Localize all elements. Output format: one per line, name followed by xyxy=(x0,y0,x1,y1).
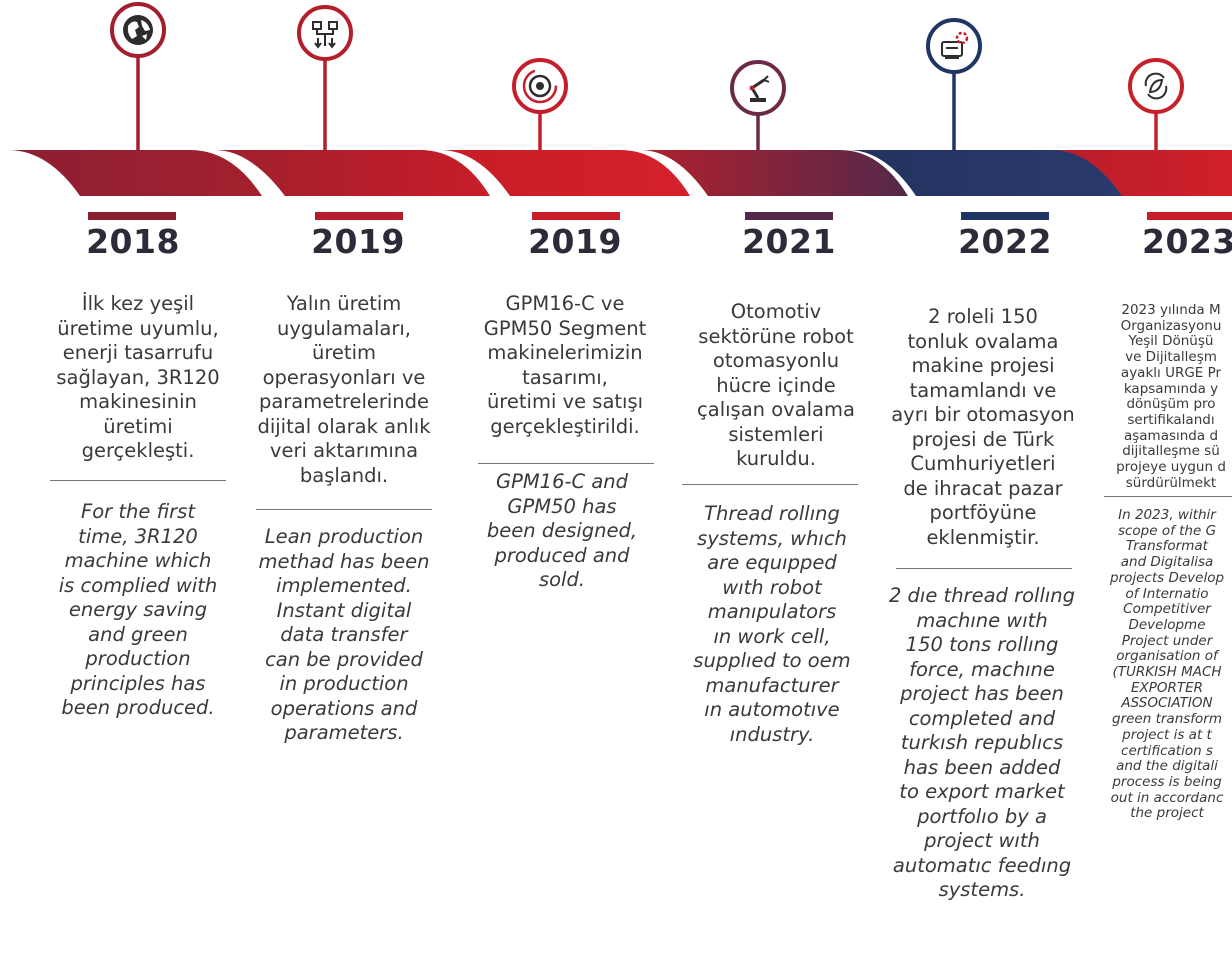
ribbon-segment xyxy=(215,150,490,196)
milestone-text-en: GPM16-C and GPM50 has been designed, pro… xyxy=(486,470,638,591)
year-bar xyxy=(745,212,833,220)
timeline-ribbon xyxy=(8,150,1232,196)
milestone-text-en: For the first time, 3R120 machine which … xyxy=(58,500,218,719)
milestone-text-en: 2 dıe thread rollıng machıne wıth 150 to… xyxy=(888,584,1076,901)
divider xyxy=(50,480,226,481)
eco-leaf-cycle-icon xyxy=(1144,72,1168,100)
year-bar xyxy=(315,212,403,220)
year-label: 2019 xyxy=(528,222,622,261)
year-label: 2018 xyxy=(86,222,180,261)
divider xyxy=(256,509,432,510)
divider xyxy=(478,463,654,464)
year-bar xyxy=(532,212,620,220)
ribbon-segment xyxy=(8,150,262,196)
automation-gear-icon xyxy=(941,31,969,59)
pin-marker xyxy=(730,60,786,150)
divider xyxy=(682,484,858,485)
milestone-text-tr: 2 roleli 150 tonluk ovalama makine proje… xyxy=(891,305,1075,549)
ribbon-segment xyxy=(1052,150,1232,196)
pin-marker xyxy=(926,18,982,150)
ribbon-segment xyxy=(440,150,690,196)
ribbon-segment xyxy=(848,150,1126,196)
milestone-text-en: Thread rollıng systems, whıch are equıpp… xyxy=(693,502,851,746)
production-flow-icon xyxy=(312,21,338,49)
year-bar xyxy=(1147,212,1232,220)
divider xyxy=(896,568,1072,569)
ribbon-segment xyxy=(640,150,908,196)
globe-recycle-icon xyxy=(123,15,153,45)
divider xyxy=(1104,496,1232,497)
year-label: 2023 xyxy=(1142,222,1232,261)
milestone-text-tr: İlk kez yeşil üretime uyumlu, enerji tas… xyxy=(56,292,220,462)
year-label: 2021 xyxy=(742,222,836,261)
gauge-dial-icon xyxy=(522,68,558,104)
milestone-text-tr: Yalın üretim uygulamaları, üretim operas… xyxy=(257,292,431,487)
milestone-text-en: In 2023, withir scope of the G Transform… xyxy=(1109,507,1225,822)
robot-arm-icon xyxy=(749,75,770,102)
year-bar xyxy=(88,212,176,220)
milestone-text-en: Lean production methad has been implemen… xyxy=(258,525,430,744)
milestone-text-tr: 2023 yılında M Organizasyonu Yeşil Dönüş… xyxy=(1116,302,1226,491)
year-label: 2022 xyxy=(958,222,1052,261)
year-label: 2019 xyxy=(311,222,405,261)
year-bar xyxy=(961,212,1049,220)
milestone-text-tr: GPM16-C ve GPM50 Segment makinelerimizin… xyxy=(483,292,647,438)
pin-marker xyxy=(1128,58,1184,150)
milestone-text-tr: Otomotiv sektörüne robot otomasyonlu hüc… xyxy=(697,300,855,470)
